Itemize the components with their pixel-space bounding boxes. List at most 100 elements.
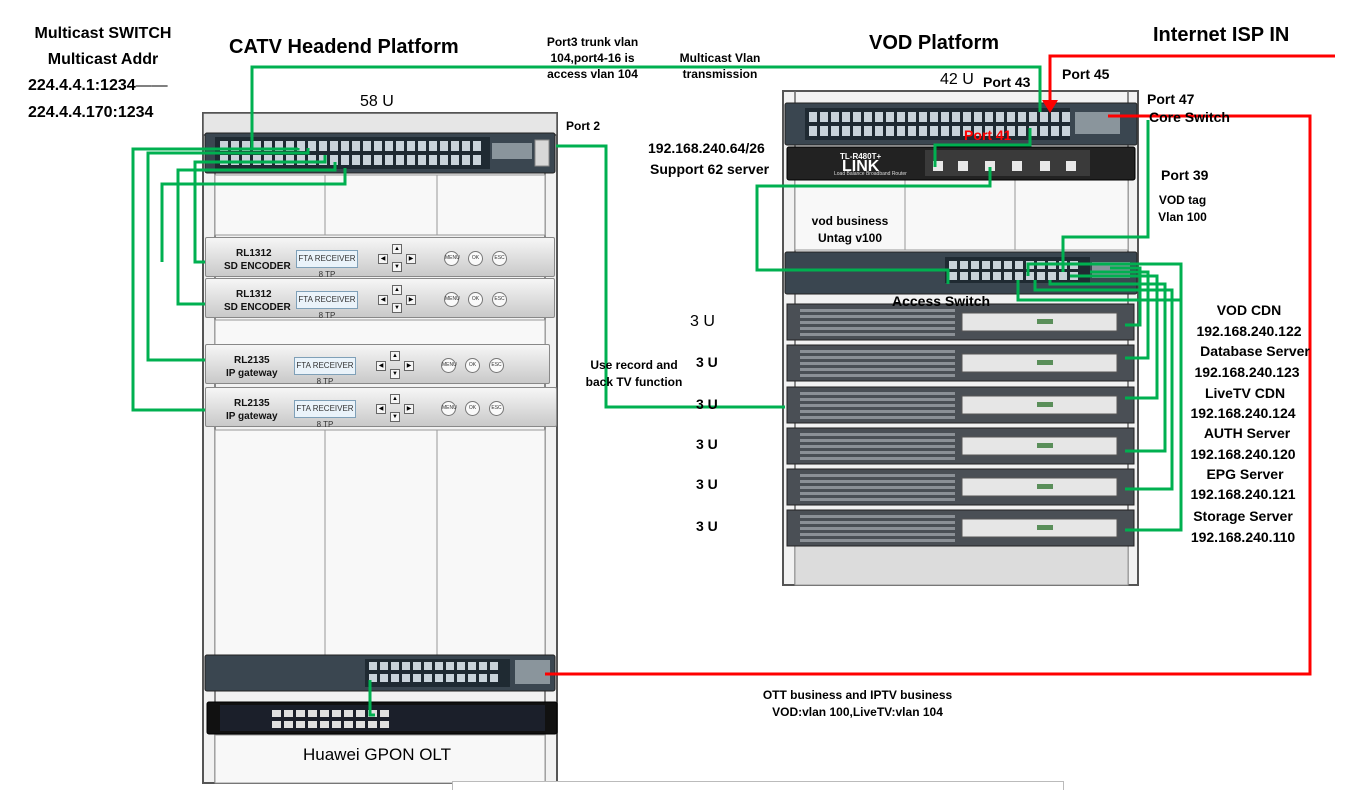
server-vent: [800, 315, 955, 318]
device-type-1: SD ENCODER: [224, 261, 291, 272]
port-socket: [363, 155, 371, 165]
core-switch-label: Core Switch: [1149, 109, 1230, 125]
device-panel-4: FTA RECEIVER 8 TP: [294, 400, 356, 429]
port-socket: [974, 112, 982, 122]
port-socket: [982, 261, 990, 269]
server-vent: [800, 533, 955, 536]
port-socket: [1037, 272, 1045, 280]
port-socket: [473, 141, 481, 151]
port-socket: [971, 272, 979, 280]
port-socket: [220, 155, 228, 165]
port-socket: [253, 141, 261, 151]
port-socket: [369, 662, 377, 670]
port-socket: [960, 261, 968, 269]
port-socket: [356, 710, 365, 717]
port-socket: [875, 126, 883, 136]
link-ms-gateway1: [146, 148, 310, 362]
port-socket: [1004, 272, 1012, 280]
port-socket: [286, 141, 294, 151]
ok-button-icon: OK: [465, 358, 480, 373]
link-port2-server: [556, 144, 785, 409]
device-type-4: IP gateway: [226, 411, 278, 422]
link-access-server-x: [1026, 262, 1183, 300]
server-name-4: AUTH Server: [1203, 425, 1291, 441]
port-socket: [985, 126, 993, 136]
link-access-server5: [1033, 280, 1174, 491]
server-led: [1037, 443, 1053, 448]
server-vent: [800, 392, 955, 395]
port-socket: [275, 155, 283, 165]
server-vent: [800, 474, 955, 477]
vod-business-1: vod business: [811, 214, 889, 228]
multicast-addr-start: 224.4.4.1:1234——: [28, 77, 168, 94]
port-socket: [242, 155, 250, 165]
port-socket: [1040, 126, 1048, 136]
unit-label-5: 3 U: [696, 476, 718, 492]
menu-button-icon: MENU: [441, 401, 457, 416]
port-socket: [842, 112, 850, 122]
bottom-frame: [452, 781, 1064, 790]
port-socket: [1062, 112, 1070, 122]
port-socket: [356, 721, 365, 728]
device-model-2: RL1312: [236, 289, 272, 300]
server-vent: [800, 368, 955, 371]
port-socket: [352, 155, 360, 165]
port-socket: [363, 141, 371, 151]
ok-button-icon: OK: [468, 251, 483, 266]
port-socket: [380, 721, 389, 728]
port-socket: [332, 710, 341, 717]
server-vent: [800, 539, 955, 542]
port-socket: [368, 721, 377, 728]
port-socket: [284, 721, 293, 728]
server-vent: [800, 486, 955, 489]
port-socket: [952, 126, 960, 136]
port47-label: Port 47: [1147, 91, 1195, 107]
unit-label-1: 3 U: [690, 313, 715, 330]
device-panel-2: FTA RECEIVER 8 TP: [296, 291, 358, 320]
port-socket: [352, 141, 360, 151]
port-socket: [341, 155, 349, 165]
port-socket: [396, 141, 404, 151]
up-arrow-icon: ▲: [392, 285, 402, 295]
port-socket: [473, 155, 481, 165]
port-socket: [842, 126, 850, 136]
server-ip-5: 192.168.240.121: [1190, 486, 1296, 502]
port-socket: [308, 155, 316, 165]
port-socket: [369, 674, 377, 682]
lb-brand: LINK: [842, 158, 880, 175]
down-arrow-icon: ▼: [390, 369, 400, 379]
server-name-6: Storage Server: [1193, 508, 1293, 524]
port-socket: [930, 126, 938, 136]
port-socket: [462, 155, 470, 165]
port39-label: Port 39: [1161, 167, 1209, 183]
down-arrow-icon: ▼: [392, 303, 402, 313]
port-socket: [1029, 126, 1037, 136]
unit-label-3: 3 U: [696, 396, 718, 412]
port-socket: [886, 112, 894, 122]
multicast-addr-end: 224.4.4.170:1234: [28, 104, 154, 121]
server-name-5: EPG Server: [1206, 466, 1284, 482]
port3-note-1: Port3 trunk vlan: [546, 35, 639, 49]
port-socket: [985, 112, 993, 122]
port-socket: [330, 141, 338, 151]
port-socket: [1048, 272, 1056, 280]
port-socket: [490, 662, 498, 670]
menu-button-icon: MENU: [441, 358, 457, 373]
port-socket: [1026, 272, 1034, 280]
link-access-server3: [1070, 274, 1159, 400]
server-ip-6: 192.168.240.110: [1190, 529, 1296, 545]
port-socket: [440, 141, 448, 151]
port-socket: [919, 112, 927, 122]
multicast-vlan-2: transmission: [682, 67, 758, 81]
port-socket: [297, 141, 305, 151]
red-links: [545, 54, 1335, 676]
port-socket: [380, 710, 389, 717]
port-socket: [809, 112, 817, 122]
unit-label-6: 3 U: [696, 518, 718, 534]
port-socket: [949, 272, 957, 280]
port-socket: [413, 674, 421, 682]
server-vent: [800, 356, 955, 359]
olt-title: Huawei GPON OLT: [303, 745, 452, 764]
port-socket: [374, 155, 382, 165]
device-panel-1: FTA RECEIVER 8 TP: [296, 250, 358, 279]
